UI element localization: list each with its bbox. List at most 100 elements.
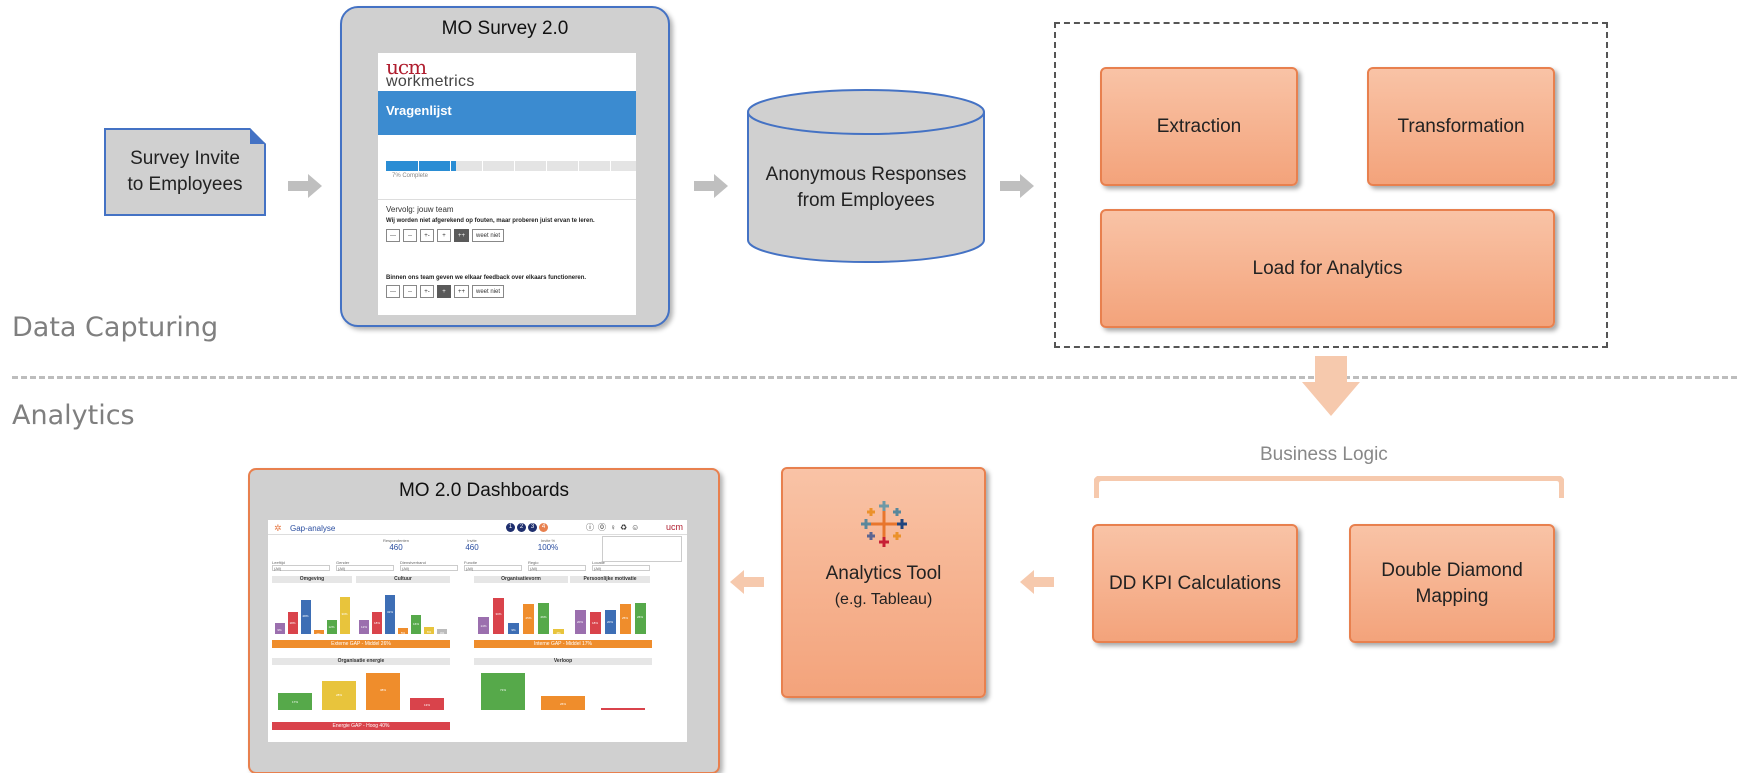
divider bbox=[378, 199, 636, 200]
arrow-right-icon bbox=[694, 174, 728, 198]
chart-bar-label: 26% bbox=[559, 701, 566, 706]
chart-bar: 16% bbox=[411, 614, 421, 634]
chart-bar: 18% bbox=[589, 612, 601, 634]
dd-kpi-node[interactable]: DD KPI Calculations bbox=[1092, 524, 1298, 643]
chart-bar-label: 20% bbox=[606, 619, 613, 624]
survey-banner-title: Vragenlijst bbox=[386, 103, 452, 118]
double-diamond-node[interactable]: Double Diamond Mapping bbox=[1349, 524, 1555, 643]
responses-line1: Anonymous Responses bbox=[765, 164, 967, 185]
anonymous-responses-database[interactable]: Anonymous Responses from Employees bbox=[746, 88, 986, 268]
chart-bar: 5% bbox=[398, 628, 408, 635]
chart-bar-label: 5% bbox=[400, 630, 406, 635]
panel-header-organisatievorm: Organisatievorm bbox=[474, 576, 568, 583]
mo-survey-title: MO Survey 2.0 bbox=[441, 18, 569, 39]
progress-tick bbox=[450, 161, 451, 171]
answer-option-button[interactable]: + bbox=[437, 229, 451, 242]
chart-bar: 4% bbox=[437, 629, 447, 635]
chart-bar-label: 18% bbox=[591, 621, 598, 626]
filter-select[interactable]: (All) bbox=[592, 565, 650, 571]
chart-bar-label: 18% bbox=[289, 621, 296, 626]
step-badge[interactable]: 3 bbox=[528, 523, 537, 532]
filter-label: Regio bbox=[528, 560, 539, 565]
chart-bar-label: 14% bbox=[480, 623, 487, 628]
answer-option-button-selected[interactable]: ++ bbox=[454, 229, 470, 242]
dashboard-toolbar-icons[interactable]: ⓘ⓪♀♻☺ bbox=[586, 523, 644, 532]
transformation-node[interactable]: Transformation bbox=[1367, 67, 1555, 186]
arrow-left-icon bbox=[730, 570, 764, 594]
chart-bar: 30% bbox=[339, 596, 350, 634]
chart-bar: 28% bbox=[300, 600, 311, 634]
stat-invite: Invite 460 bbox=[434, 538, 510, 552]
filter-label: Gender bbox=[336, 560, 350, 565]
survey-invite-line2: to Employees bbox=[127, 174, 243, 195]
chart-bar: 12% bbox=[359, 619, 369, 634]
chart-bar-label: 28% bbox=[302, 613, 309, 618]
answer-option-button[interactable]: +- bbox=[420, 285, 434, 298]
chart-bar: 17% bbox=[278, 693, 312, 710]
chart-bar: 26% bbox=[541, 696, 585, 710]
answer-option-button[interactable]: +- bbox=[420, 229, 434, 242]
answer-option-button[interactable]: -- bbox=[403, 229, 417, 242]
panel-header-cultuur: Cultuur bbox=[356, 576, 450, 583]
progress-tick bbox=[482, 161, 483, 171]
survey-progress-bar bbox=[386, 161, 636, 171]
answer-option-button[interactable]: --- bbox=[386, 285, 400, 298]
chart-motivatie: 20%18%20%25%26% bbox=[570, 586, 650, 634]
section-divider bbox=[12, 376, 1737, 379]
analytics-tool-node[interactable]: Analytics Tool (e.g. Tableau) bbox=[781, 467, 986, 698]
chart-bar: 30% bbox=[493, 598, 504, 634]
database-cylinder-icon bbox=[747, 89, 985, 263]
survey-invite-line1: Survey Invite bbox=[130, 148, 240, 169]
filter-select[interactable]: (All) bbox=[464, 565, 522, 571]
arrow-left-icon bbox=[1020, 570, 1054, 594]
chart-bar-label: 26% bbox=[540, 615, 547, 620]
answer-option-button[interactable]: -- bbox=[403, 285, 417, 298]
chart-bar: 9% bbox=[274, 623, 285, 634]
analytics-tool-subtitle: (e.g. Tableau) bbox=[834, 591, 933, 608]
chart-bar-label: 30% bbox=[495, 612, 502, 617]
chart-bar-label: 32% bbox=[386, 610, 393, 615]
chart-bar: 18% bbox=[287, 612, 298, 634]
filter-label: Dienstverband bbox=[400, 560, 426, 565]
dashboard-title: Gap-analyse bbox=[290, 524, 336, 533]
double-diamond-line1: Double Diamond bbox=[1381, 559, 1523, 581]
filter-select[interactable]: (All) bbox=[400, 565, 458, 571]
chart-bar: 28% bbox=[322, 681, 356, 710]
answer-option-button[interactable]: weet niet bbox=[472, 229, 505, 242]
chart-bar: 20% bbox=[604, 610, 616, 634]
step-badge-active[interactable]: 4 bbox=[539, 523, 548, 532]
chart-bar-label: 3% bbox=[620, 708, 626, 713]
survey-invite-node[interactable]: Survey Invite to Employees bbox=[104, 128, 266, 216]
answer-option-button-selected[interactable]: + bbox=[437, 285, 451, 298]
load-node[interactable]: Load for Analytics bbox=[1100, 209, 1555, 328]
survey-screenshot: ucm workmetrics Vragenlijst 7% Complete … bbox=[378, 53, 636, 315]
answer-option-button[interactable]: ++ bbox=[454, 285, 470, 298]
document-fold-icon bbox=[250, 128, 266, 144]
chart-cultuur: 12%18%32%5%16%6%4% bbox=[356, 586, 450, 635]
filter-select[interactable]: (All) bbox=[336, 565, 394, 571]
stat-label: Invite bbox=[467, 538, 477, 543]
chart-energie: 17%28%38%13% bbox=[272, 670, 450, 710]
stat-invite-pct: Invite % 100% bbox=[510, 538, 586, 552]
chart-bar-label: 26% bbox=[636, 615, 643, 620]
chart-bar-label: 25% bbox=[525, 616, 532, 621]
answer-option-button[interactable]: weet niet bbox=[472, 285, 505, 298]
answer-option-button[interactable]: --- bbox=[386, 229, 400, 242]
chart-bar-label: 30% bbox=[341, 611, 348, 616]
step-badge[interactable]: 2 bbox=[517, 523, 526, 532]
survey-answer-group-1: --- -- +- + ++ weet niet bbox=[386, 229, 505, 242]
progress-tick bbox=[578, 161, 579, 171]
survey-progress-fill bbox=[386, 161, 456, 171]
panel-header-verloop: Verloop bbox=[474, 658, 652, 665]
chart-bar-label: 6% bbox=[426, 629, 432, 634]
dashboard-logo-icon: ✲ bbox=[274, 523, 282, 533]
filter-label: Functie bbox=[464, 560, 478, 565]
extraction-node[interactable]: Extraction bbox=[1100, 67, 1298, 186]
gap-bar-external: Externe GAP - Middel 26% bbox=[272, 640, 450, 648]
chart-bar-label: 3% bbox=[316, 631, 321, 636]
filter-select[interactable]: (All) bbox=[272, 565, 330, 571]
filter-select[interactable]: (All) bbox=[528, 565, 586, 571]
stat-respondents: Respondenten 460 bbox=[358, 538, 434, 552]
step-badge[interactable]: 1 bbox=[506, 523, 515, 532]
arrow-right-icon bbox=[288, 174, 322, 198]
